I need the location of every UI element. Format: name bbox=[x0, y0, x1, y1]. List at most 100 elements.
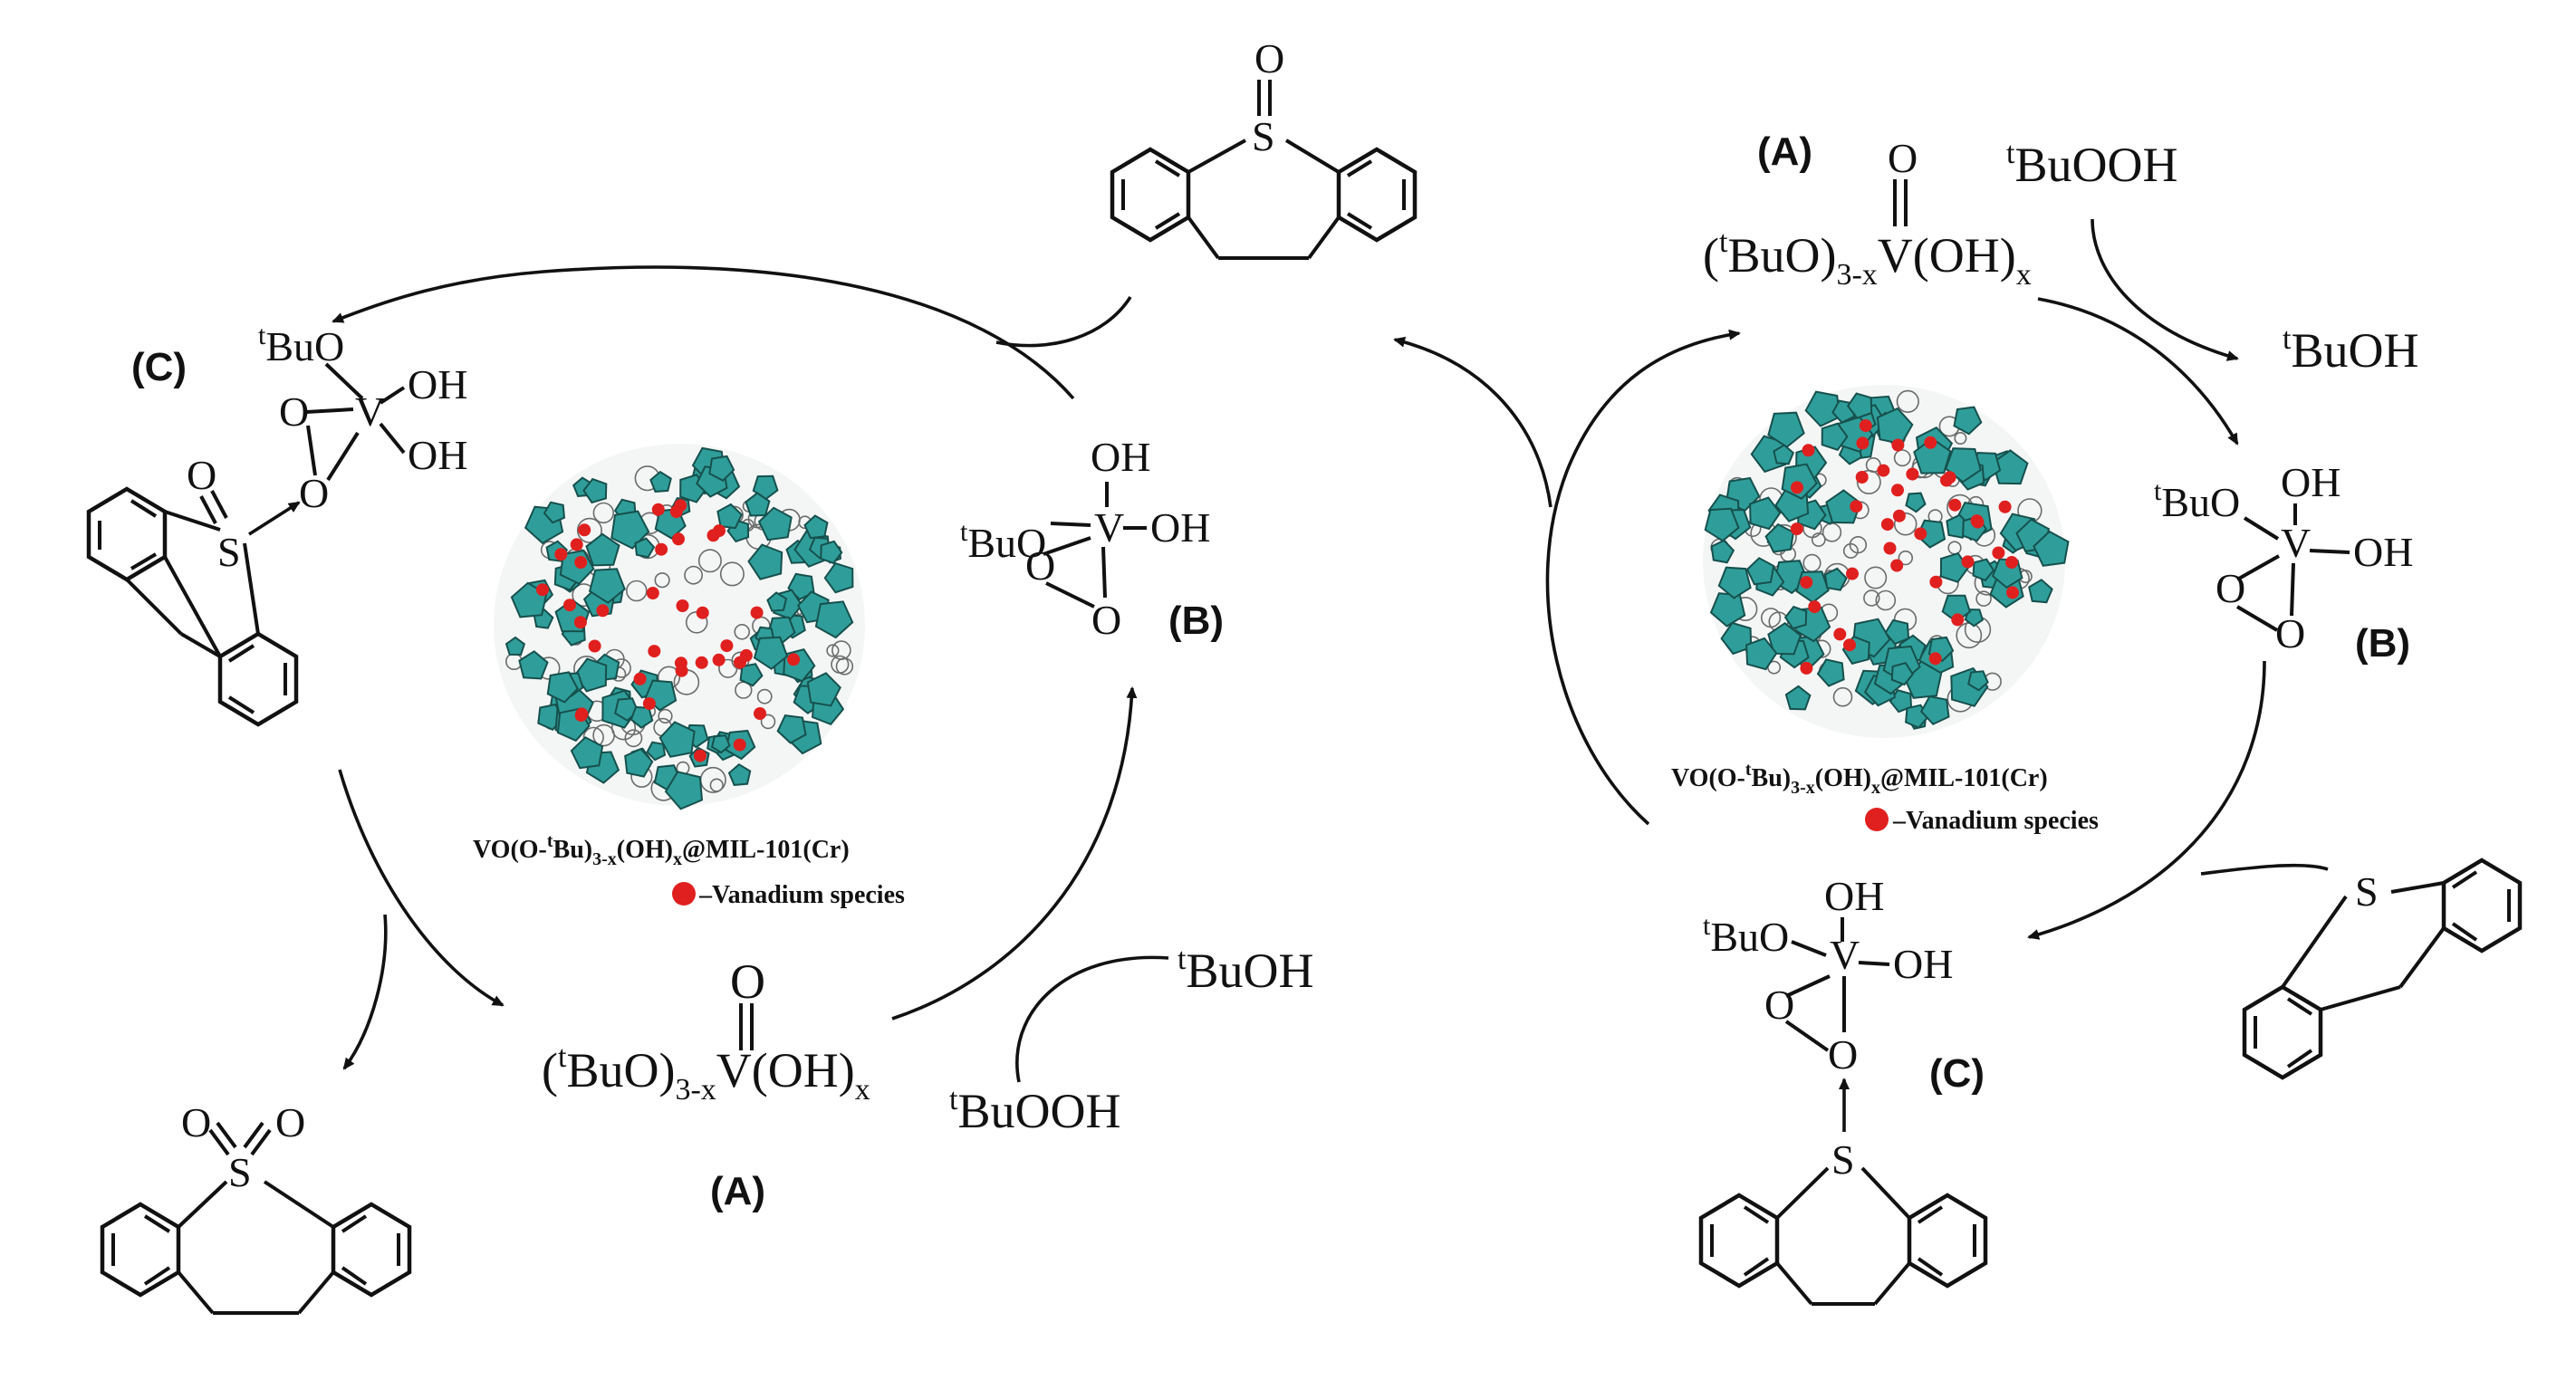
mof-linker bbox=[1893, 512, 1918, 536]
svg-text:V: V bbox=[1094, 504, 1124, 551]
sulfone-product: O O S bbox=[100, 1099, 412, 1315]
mof-cluster bbox=[806, 672, 841, 707]
svg-text:S: S bbox=[217, 529, 241, 575]
vanadium-dot bbox=[588, 639, 601, 653]
mof-cluster bbox=[646, 741, 667, 762]
mof-linker bbox=[1898, 550, 1914, 566]
vanadium-dot bbox=[648, 645, 661, 658]
mof-cluster bbox=[747, 543, 783, 580]
mof-cluster bbox=[1749, 496, 1782, 531]
mof-cluster bbox=[1745, 637, 1778, 671]
mof-linker bbox=[760, 714, 776, 730]
vanadium-dot bbox=[554, 548, 568, 561]
vanadium-dot bbox=[563, 599, 576, 612]
species-a: O (tBuO)3-xV(OH)x bbox=[1703, 135, 2032, 292]
vanadium-dot bbox=[1914, 527, 1927, 541]
legend-vanadium: –Vanadium species bbox=[698, 881, 905, 909]
svg-text:V: V bbox=[2281, 520, 2311, 566]
mof-cluster bbox=[710, 734, 731, 754]
vanadium-dot bbox=[1929, 575, 1943, 589]
svg-text:tBuO: tBuO bbox=[1703, 911, 1789, 960]
svg-text:S: S bbox=[2355, 868, 2379, 915]
mof-cluster bbox=[1784, 685, 1812, 711]
vanadium-dot bbox=[1943, 471, 1956, 484]
vanadium-dot bbox=[1928, 652, 1942, 666]
mof-cluster bbox=[1884, 618, 1910, 646]
mof-cluster bbox=[1941, 594, 1972, 623]
mof-cluster bbox=[649, 470, 672, 493]
vanadium-dot bbox=[578, 523, 591, 537]
mof-caption: VO(O-tBu)3-x(OH)x@MIL-101(Cr) bbox=[1671, 760, 2048, 798]
label-b: (B) bbox=[1168, 599, 1224, 643]
mof-cluster bbox=[1821, 422, 1849, 451]
vanadium-dot bbox=[1877, 464, 1890, 477]
vanadium-dot bbox=[633, 672, 647, 685]
arrow-b-to-c bbox=[332, 265, 1075, 400]
vanadium-dot-icon bbox=[1865, 808, 1889, 831]
arrow-tbuooh-in bbox=[1015, 955, 1169, 1083]
vanadium-dot bbox=[1970, 514, 1984, 528]
mof-cluster bbox=[1953, 406, 1983, 436]
svg-text:OH: OH bbox=[408, 361, 467, 407]
vanadium-dot bbox=[720, 639, 734, 653]
mof-cluster bbox=[727, 762, 752, 786]
mof-cluster bbox=[1916, 519, 1946, 549]
svg-text:O: O bbox=[279, 388, 309, 435]
mof-linker bbox=[592, 502, 614, 524]
sulfoxide-bound: S O bbox=[86, 452, 301, 727]
mof-cluster bbox=[814, 600, 854, 639]
mof-linker bbox=[1849, 535, 1868, 554]
mof-sphere-icon bbox=[1703, 385, 2070, 738]
mof-cluster bbox=[823, 561, 854, 594]
vanadium-dot bbox=[696, 606, 709, 619]
label-a: (A) bbox=[710, 1169, 765, 1213]
mof-linker bbox=[718, 658, 738, 678]
mof-linker bbox=[1863, 589, 1880, 607]
vanadium-dot bbox=[1906, 467, 1919, 481]
mof-cluster bbox=[1717, 566, 1752, 599]
mof-cluster bbox=[739, 663, 764, 687]
vanadium-dot bbox=[1890, 559, 1904, 572]
mof-cluster bbox=[1846, 392, 1873, 419]
left-cycle: VO(O-tBu)3-x(OH)x@MIL-101(Cr) –Vanadium … bbox=[86, 35, 1418, 1315]
mof-linker bbox=[625, 580, 648, 602]
legend-vanadium: –Vanadium species bbox=[1892, 807, 2099, 835]
svg-text:OH: OH bbox=[408, 432, 467, 478]
mof-cluster bbox=[570, 736, 604, 770]
vanadium-dot bbox=[1891, 438, 1905, 452]
vanadium-dot bbox=[1951, 613, 1965, 627]
svg-text:(tBuO)3-xV(OH)x: (tBuO)3-xV(OH)x bbox=[1703, 225, 2032, 292]
mof-cluster bbox=[753, 636, 789, 670]
mof-linker bbox=[697, 549, 722, 573]
mof-linker bbox=[1832, 686, 1853, 707]
svg-text:S: S bbox=[228, 1149, 252, 1195]
mof-cluster bbox=[1816, 658, 1845, 687]
mof-linker bbox=[1760, 608, 1782, 628]
mof-linker bbox=[684, 565, 704, 585]
mof-linker bbox=[1975, 590, 1992, 608]
mof-cluster bbox=[624, 747, 654, 778]
vanadium-dot bbox=[2006, 586, 2019, 599]
mof-cluster bbox=[1783, 605, 1808, 630]
mof-cluster bbox=[1991, 449, 2029, 485]
arrow-c-to-a bbox=[1545, 329, 1741, 826]
svg-text:S: S bbox=[1831, 1136, 1855, 1183]
mof-cluster bbox=[573, 657, 608, 693]
label-c: (C) bbox=[1929, 1051, 1985, 1096]
tbuoh: tBuOH bbox=[1177, 943, 1313, 998]
mof-cluster bbox=[658, 721, 696, 758]
mof-cluster bbox=[1919, 695, 1950, 725]
right-cycle: VO(O-tBu)3-x(OH)x@MIL-101(Cr) –Vanadium … bbox=[1393, 129, 2523, 1306]
species-b: tBuO V OH OH O O bbox=[960, 434, 1210, 643]
mof-cluster bbox=[1972, 558, 1995, 582]
mof-cluster bbox=[1890, 662, 1915, 686]
vanadium-dot bbox=[1790, 522, 1803, 536]
vanadium-dot bbox=[1924, 436, 1937, 449]
mof-linker bbox=[756, 688, 773, 704]
vanadium-dot bbox=[675, 664, 688, 677]
vanadium-dot bbox=[1856, 436, 1870, 450]
vanadium-dot bbox=[596, 604, 610, 618]
mof-cluster bbox=[1913, 437, 1952, 474]
label-b: (B) bbox=[2355, 621, 2410, 666]
vanadium-dot bbox=[733, 738, 746, 752]
